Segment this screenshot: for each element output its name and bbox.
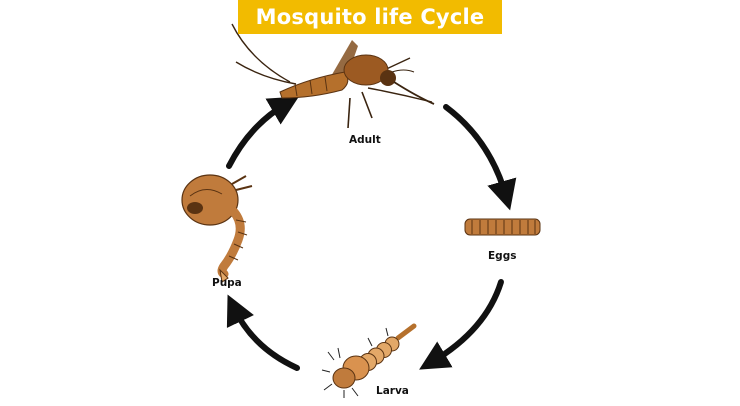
label-pupa: Pupa [212, 277, 242, 289]
title-banner: Mosquito life Cycle [238, 0, 502, 34]
egg-raft-icon [464, 218, 541, 236]
larva-icon [321, 323, 417, 398]
arrow-eggs-to-larva [419, 279, 504, 370]
arrow-larva-to-pupa [226, 294, 300, 371]
label-eggs: Eggs [488, 250, 517, 262]
mosquito-adult-icon [231, 23, 435, 129]
diagram-title: Mosquito life Cycle [255, 5, 485, 29]
arrow-adult-to-eggs [443, 104, 517, 211]
label-larva: Larva [376, 385, 409, 397]
arrow-pupa-to-adult [226, 96, 299, 169]
pupa-icon [181, 174, 253, 283]
label-adult: Adult [349, 134, 381, 146]
